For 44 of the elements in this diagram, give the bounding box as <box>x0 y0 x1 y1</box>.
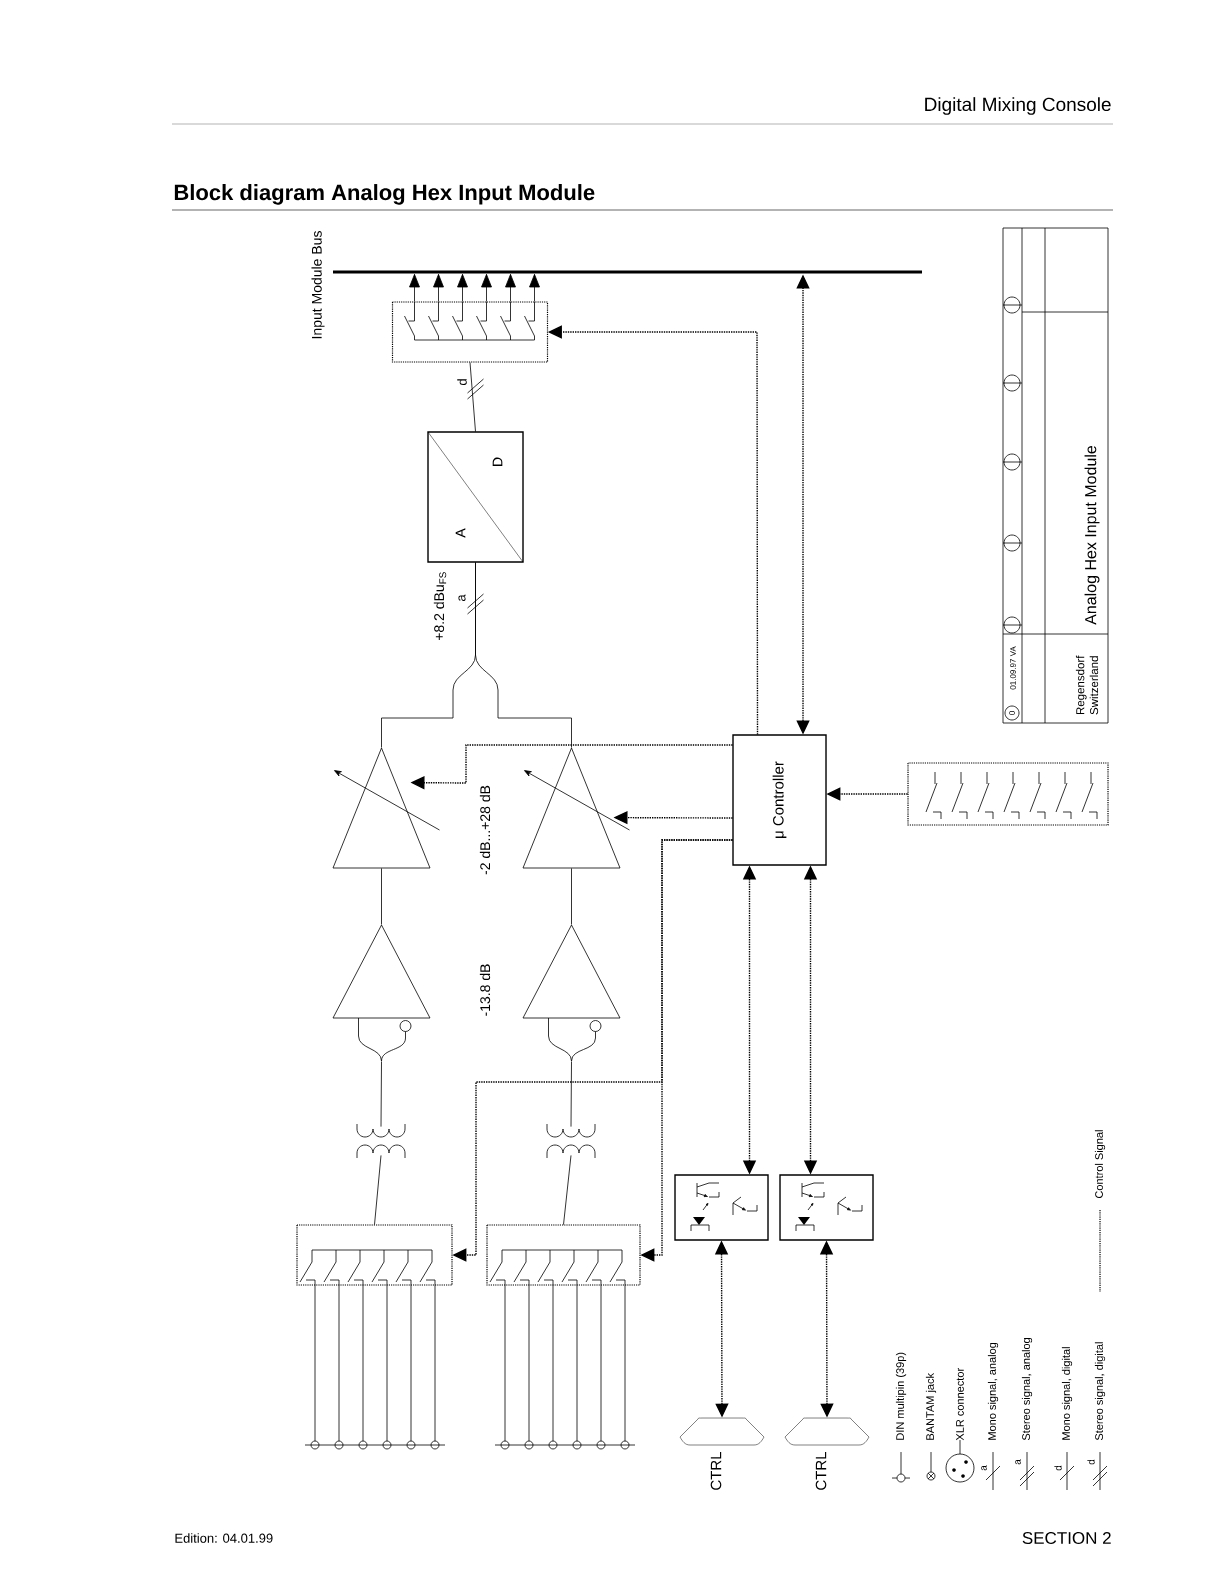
signal-letter: a <box>1015 1459 1021 1465</box>
switch-bank <box>907 762 1109 826</box>
footer-text: Edition: 04.01.99 <box>175 1533 273 1543</box>
amplifier-triangle <box>522 924 621 1062</box>
connector-line <box>563 1155 572 1225</box>
connector-line <box>381 868 382 925</box>
gain-label: -2 dB...+28 dB <box>479 785 491 875</box>
signal-letter: a <box>981 1465 987 1471</box>
signal-letter: d <box>1087 1459 1095 1465</box>
legend-entry: XLR connector <box>945 1368 975 1483</box>
transformer-symbol <box>356 1123 406 1159</box>
legend-entry: DIN multipin (39p) <box>891 1352 911 1483</box>
connector-line <box>467 362 484 432</box>
legend-entry: Control Signal <box>1094 1130 1106 1293</box>
connector-line <box>380 1061 382 1127</box>
switch-bank <box>486 1224 641 1286</box>
signal-letter: d <box>1054 1465 1062 1471</box>
optocoupler-box <box>779 1174 874 1241</box>
optocoupler-box <box>674 1174 769 1241</box>
title: Block diagram Analog Hex Input Module <box>174 184 595 205</box>
amplifier-triangle <box>332 747 440 869</box>
module-name: Analog Hex Input Module <box>1084 445 1100 625</box>
footer-text: SECTION 2 <box>1022 1532 1111 1545</box>
connector-line <box>571 868 572 925</box>
connector-line <box>570 1061 572 1127</box>
converter-box: A D <box>427 431 524 563</box>
revision-number: 0 <box>1009 711 1015 715</box>
gain-label: -13.8 dB <box>479 964 491 1016</box>
legend-entry: BANTAM jack <box>925 1372 937 1481</box>
revision-date: 01.09.97 VA <box>1010 646 1016 690</box>
controller-box: μ Controller <box>732 734 827 866</box>
edge-label: a <box>458 594 466 602</box>
arrow <box>409 274 540 302</box>
address-text: Regensdorf Switzerland <box>1075 655 1099 715</box>
connector-line <box>475 562 572 748</box>
amplifier-triangle <box>522 747 630 869</box>
transformer-symbol <box>546 1123 596 1159</box>
switch-bank <box>391 301 549 363</box>
bus-bar <box>333 270 922 274</box>
edge-label: d <box>457 379 467 386</box>
switch-bank <box>296 1224 453 1286</box>
connector-line <box>374 1155 382 1225</box>
amplifier-triangle <box>332 924 431 1062</box>
header-text: Digital Mixing Console <box>925 97 1111 115</box>
